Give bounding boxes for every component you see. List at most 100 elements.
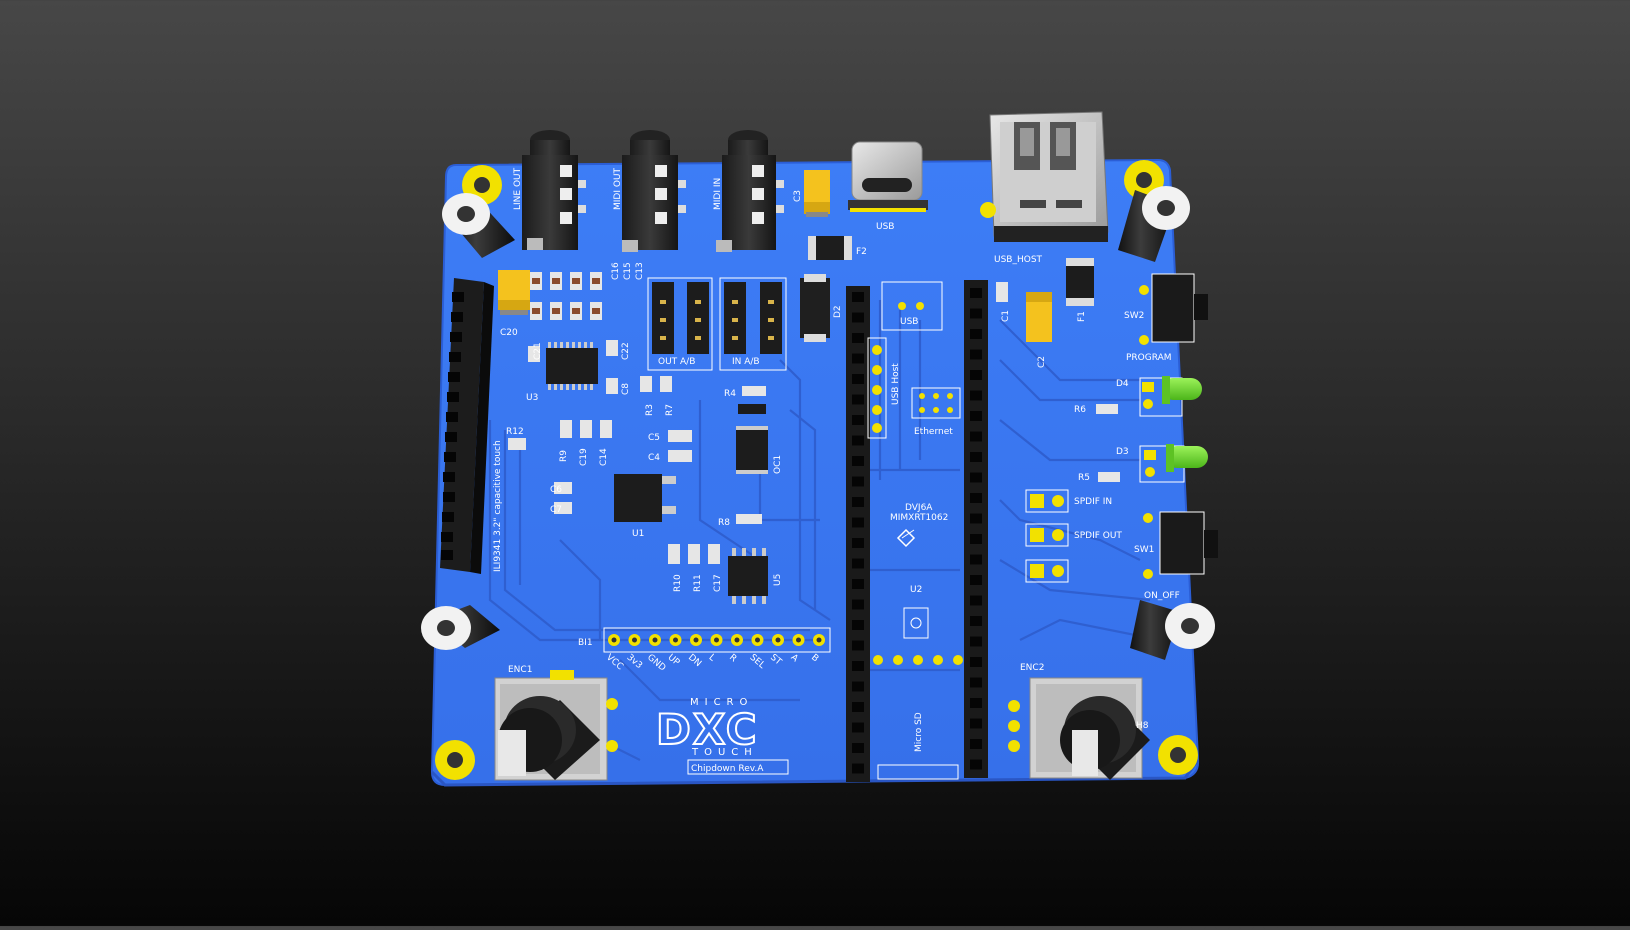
c22-label: C22	[621, 342, 631, 360]
jack2-label: MIDI OUT	[613, 167, 623, 210]
f1-label: F1	[1077, 311, 1087, 322]
spdif-in-label: SPDIF IN	[1074, 497, 1112, 507]
header-pin	[852, 763, 864, 774]
header-pin	[852, 476, 864, 487]
on-off-label: ON_OFF	[1144, 591, 1180, 601]
chip-part-label: MIMXRT1062	[890, 513, 948, 523]
cap-c3	[804, 170, 830, 217]
enc1-label: ENC1	[508, 665, 532, 675]
r10-label: R10	[673, 574, 683, 592]
header-pin	[852, 558, 864, 569]
c13-label: C13	[635, 262, 645, 280]
in-ab-label: IN A/B	[732, 357, 760, 367]
header-pin	[852, 456, 864, 466]
header-pin	[852, 538, 864, 548]
diode-d2	[800, 274, 830, 342]
header-pin	[852, 517, 864, 528]
c8-label: C8	[621, 383, 631, 395]
svg-text:TOUCH: TOUCH	[691, 747, 758, 758]
header-pin	[852, 681, 864, 692]
revision-label: Chipdown Rev.A	[691, 764, 764, 774]
r12-label: R12	[506, 427, 524, 437]
micro-sd-label: Micro SD	[914, 712, 924, 752]
sd-pins-row	[873, 655, 963, 665]
r3-label: R3	[645, 404, 655, 416]
led-d3	[1139, 444, 1208, 483]
usb-host-connector	[980, 111, 1109, 242]
encoder-enc2[interactable]	[1008, 677, 1150, 780]
c17-label: C17	[713, 574, 723, 592]
header-pin	[970, 657, 982, 667]
sw2-label: SW2	[1124, 311, 1144, 321]
header-pin	[852, 579, 864, 589]
header-pin	[852, 333, 864, 343]
header-pin	[970, 759, 982, 770]
mounting-holes	[435, 160, 1198, 780]
c6-label: C6	[550, 485, 562, 495]
header-pin	[970, 452, 982, 462]
mcu-header-right	[964, 280, 988, 778]
usb-label: USB	[876, 222, 894, 232]
audio-jack-line-out	[522, 130, 586, 250]
u2-label: U2	[910, 585, 922, 595]
c2-label: C2	[1037, 356, 1047, 368]
header-pin	[852, 599, 864, 610]
jack3-label: MIDI IN	[713, 178, 723, 210]
encoder-enc1[interactable]	[494, 670, 618, 781]
r7-label: R7	[665, 404, 675, 416]
header-pad-hole	[611, 637, 617, 643]
header-pin	[970, 411, 982, 421]
usb-c-connector	[848, 141, 928, 212]
spdif-pads	[1025, 489, 1069, 583]
d2-label: D2	[833, 305, 843, 318]
led-d4	[1139, 376, 1202, 417]
header-pin-label: A	[789, 653, 801, 665]
header-pin	[970, 288, 982, 298]
header-pad-hole	[734, 637, 740, 643]
header-pad-hole	[816, 637, 822, 643]
audio-jack-midi-in	[716, 130, 784, 252]
ethernet-pads	[911, 387, 961, 419]
header-pad-hole	[775, 637, 781, 643]
micro-dxc-touch-logo: MICRO DXC TOUCH	[655, 697, 758, 758]
header-pin	[970, 349, 982, 360]
usb-module-label: USB	[900, 317, 918, 327]
header-pin	[852, 292, 864, 302]
usb-host-vertical-label: USB Host	[891, 363, 901, 405]
c15-label: C15	[623, 262, 633, 280]
svg-text:MICRO: MICRO	[690, 697, 753, 708]
bi1-label: BI1	[578, 638, 593, 648]
power-section-right	[996, 258, 1094, 342]
usb-host-pads	[867, 337, 887, 439]
resistor-r6	[1096, 404, 1118, 414]
c4-label: C4	[648, 453, 660, 463]
header-pin	[970, 718, 982, 729]
c16-label: C16	[611, 262, 621, 280]
codec-area	[498, 270, 672, 514]
header-pin	[852, 702, 864, 712]
header-pin	[970, 308, 982, 319]
c19-label: C19	[579, 448, 589, 466]
switch-sw1[interactable]	[1143, 511, 1218, 579]
header-pad-hole	[714, 637, 719, 643]
switch-sw2[interactable]	[1139, 273, 1208, 345]
header-pin	[970, 472, 982, 483]
nxp-logo-icon	[896, 528, 916, 548]
jack1-label: LINE OUT	[513, 167, 523, 210]
spdif-out-label: SPDIF OUT	[1074, 531, 1122, 541]
r9-label: R9	[559, 450, 569, 462]
d4-label: D4	[1116, 379, 1129, 389]
u3-label: U3	[526, 393, 538, 403]
header-pin	[970, 698, 982, 708]
sw1-label: SW1	[1134, 545, 1154, 555]
chip-name-label: DVJ6A	[905, 503, 933, 513]
c3-label: C3	[793, 190, 803, 202]
header-pad-hole	[673, 637, 678, 643]
f2-label: F2	[856, 247, 867, 257]
jumpers	[647, 277, 787, 371]
oc1-label: OC1	[773, 455, 783, 474]
header-pin	[970, 513, 982, 524]
standoffs	[421, 186, 1215, 660]
enc2-label: ENC2	[1020, 663, 1044, 673]
